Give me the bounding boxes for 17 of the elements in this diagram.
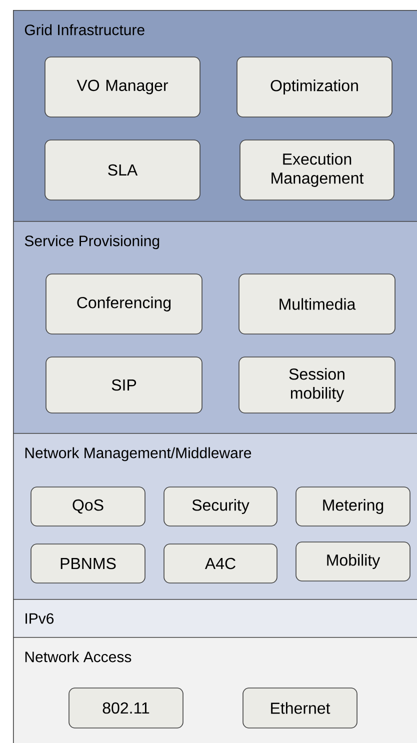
component-box: SLA [44, 140, 200, 200]
component-box: Security [164, 486, 278, 526]
component-box: QoS [30, 486, 146, 526]
component-box: Optimization [236, 56, 392, 118]
component-box: VO Manager [44, 56, 200, 118]
component-box: Conferencing [46, 274, 202, 334]
component-box: SIP [46, 356, 202, 414]
component-box: Mobility [296, 542, 410, 582]
component-box: A4C [164, 544, 278, 584]
component-box: Session mobility [238, 356, 396, 414]
component-box: Metering [296, 486, 410, 526]
component-box: PBNMS [30, 544, 146, 584]
component-box: Ethernet [242, 688, 358, 728]
component-box: 802.11 [68, 688, 184, 728]
component-box: Multimedia [238, 274, 396, 334]
component-box: Execution Management [240, 140, 394, 200]
layer-band: IPv6 [13, 599, 417, 638]
